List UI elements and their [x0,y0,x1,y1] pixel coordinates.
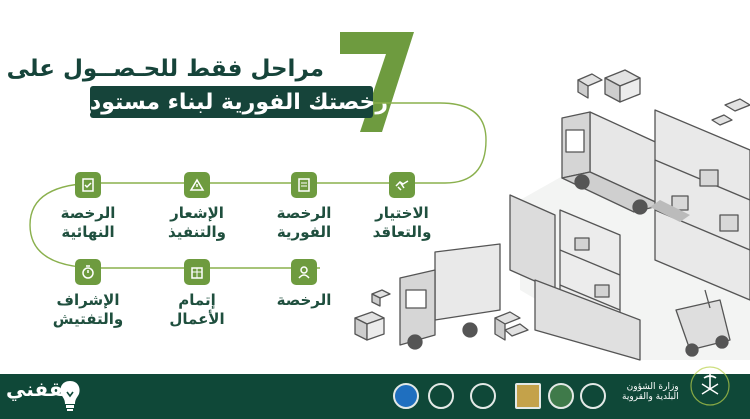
step-label: الإشراف والتفتيش [52,291,124,328]
partner-logo-4 [515,383,541,409]
ministry-name: وزارة الشؤون البلدية والقروية [622,382,679,402]
step-final-license: الرخصة النهائية [28,172,148,242]
footer-bar [0,374,750,419]
step-label: الاختيار والتعاقد [372,204,432,241]
step-selection-contracting: الاختيار والتعاقد [342,172,462,242]
step-work-completion: إتمام الأعمال [137,259,257,329]
site-logo-text: ثقفني [6,377,71,401]
partner-logo-5 [548,383,574,409]
step-license: الرخصة [244,259,364,310]
building-icon [184,259,210,285]
stopwatch-icon [75,259,101,285]
step-instant-license: الرخصة الفورية [244,172,364,242]
partner-logo-1 [393,383,419,409]
headline-line2: رخصتك الفورية لبناء مستودع [75,86,388,118]
document-icon [291,172,317,198]
step-supervision-inspection: الإشراف والتفتيش [28,259,148,329]
partner-logo-2 [428,383,454,409]
step-label: الإشعار والتنفيذ [168,204,226,241]
saudi-emblem [690,366,730,406]
headline-line1: مراحل فقط للحـصــول على [6,56,324,82]
number-seven-graphic [340,32,414,132]
step-label: إتمام الأعمال [169,291,225,328]
worker-icon [291,259,317,285]
lightbulb-icon [60,381,80,411]
handshake-icon [389,172,415,198]
partner-logo-3 [470,383,496,409]
partner-logo-6 [580,383,606,409]
checklist-icon [75,172,101,198]
construction-icon [184,172,210,198]
step-label: الرخصة الفورية [276,204,332,241]
step-notification-execution: الإشعار والتنفيذ [137,172,257,242]
step-label: الرخصة [276,291,332,309]
step-label: الرخصة النهائية [60,204,116,241]
